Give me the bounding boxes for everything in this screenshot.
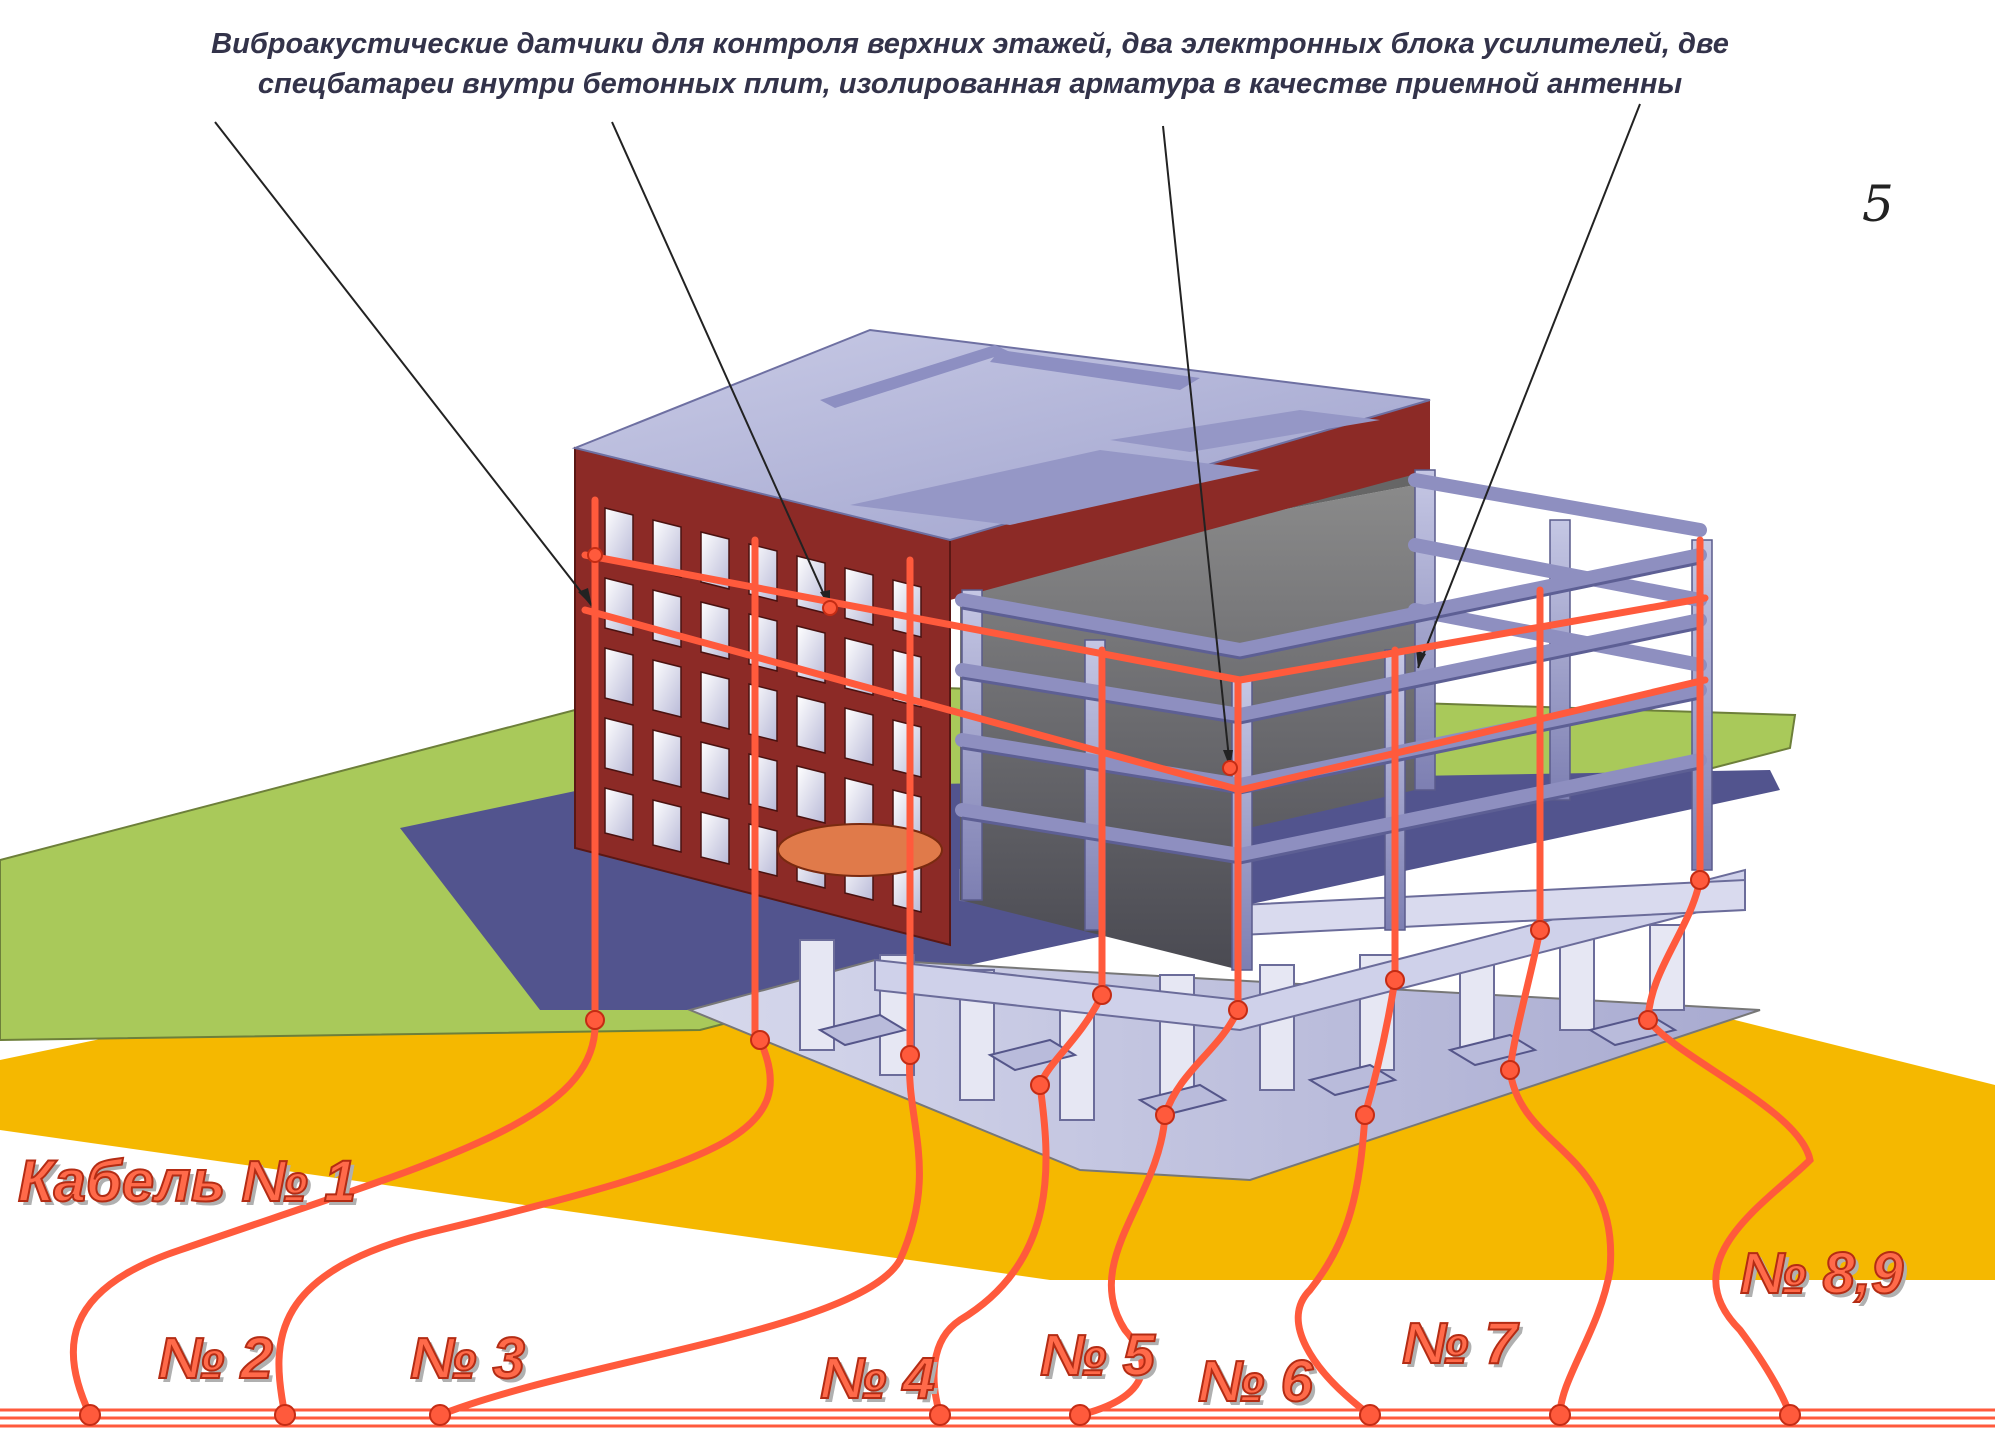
trunk-junctions xyxy=(79,1404,1801,1426)
caption-line-2: спецбатареи внутри бетонных плит, изолир… xyxy=(257,68,1683,100)
roof xyxy=(571,328,1431,542)
page-number: 5 xyxy=(1862,175,1894,233)
cable-4-path xyxy=(930,991,1106,1419)
roof-parapet-3 xyxy=(850,450,1260,525)
cable-2-path xyxy=(275,1036,774,1419)
cable-label-2: № 2 xyxy=(157,1325,274,1392)
trunk-line xyxy=(0,1408,1995,1428)
cables xyxy=(69,876,1814,1419)
cable-label-1: Кабель № 1 xyxy=(17,1148,357,1215)
entrance-canopy xyxy=(777,823,943,877)
roof-parapet-1 xyxy=(820,345,1010,408)
antenna-grid xyxy=(581,496,1709,1059)
cable-label-6: № 6 xyxy=(1197,1348,1314,1415)
sensor-nodes xyxy=(585,547,1710,1125)
roof-parapet-2 xyxy=(990,350,1200,390)
cable-label-4: № 4 xyxy=(819,1345,936,1412)
cable-1-path xyxy=(69,1016,599,1419)
inner-wall xyxy=(960,485,1415,970)
cable-6-path xyxy=(1294,976,1399,1419)
caption-line-1: Виброакустические датчики для контроля в… xyxy=(211,28,1729,60)
cable-5-path xyxy=(1076,1006,1242,1419)
diagram-caption: Виброакустические датчики для контроля в… xyxy=(40,24,1900,104)
cable-label-3: № 3 xyxy=(409,1325,526,1392)
cable-7-path xyxy=(1506,926,1615,1419)
leader-lines xyxy=(214,103,1641,769)
roof-parapet-4 xyxy=(1110,410,1380,452)
cable-3-path xyxy=(436,1051,923,1419)
cable-label-5: № 5 xyxy=(1039,1322,1156,1389)
brick-side-face xyxy=(950,400,1430,600)
cable-label-8-9: № 8,9 xyxy=(1739,1240,1904,1307)
cable-8-9-path xyxy=(1644,876,1814,1419)
cable-label-7: № 7 xyxy=(1401,1310,1518,1377)
